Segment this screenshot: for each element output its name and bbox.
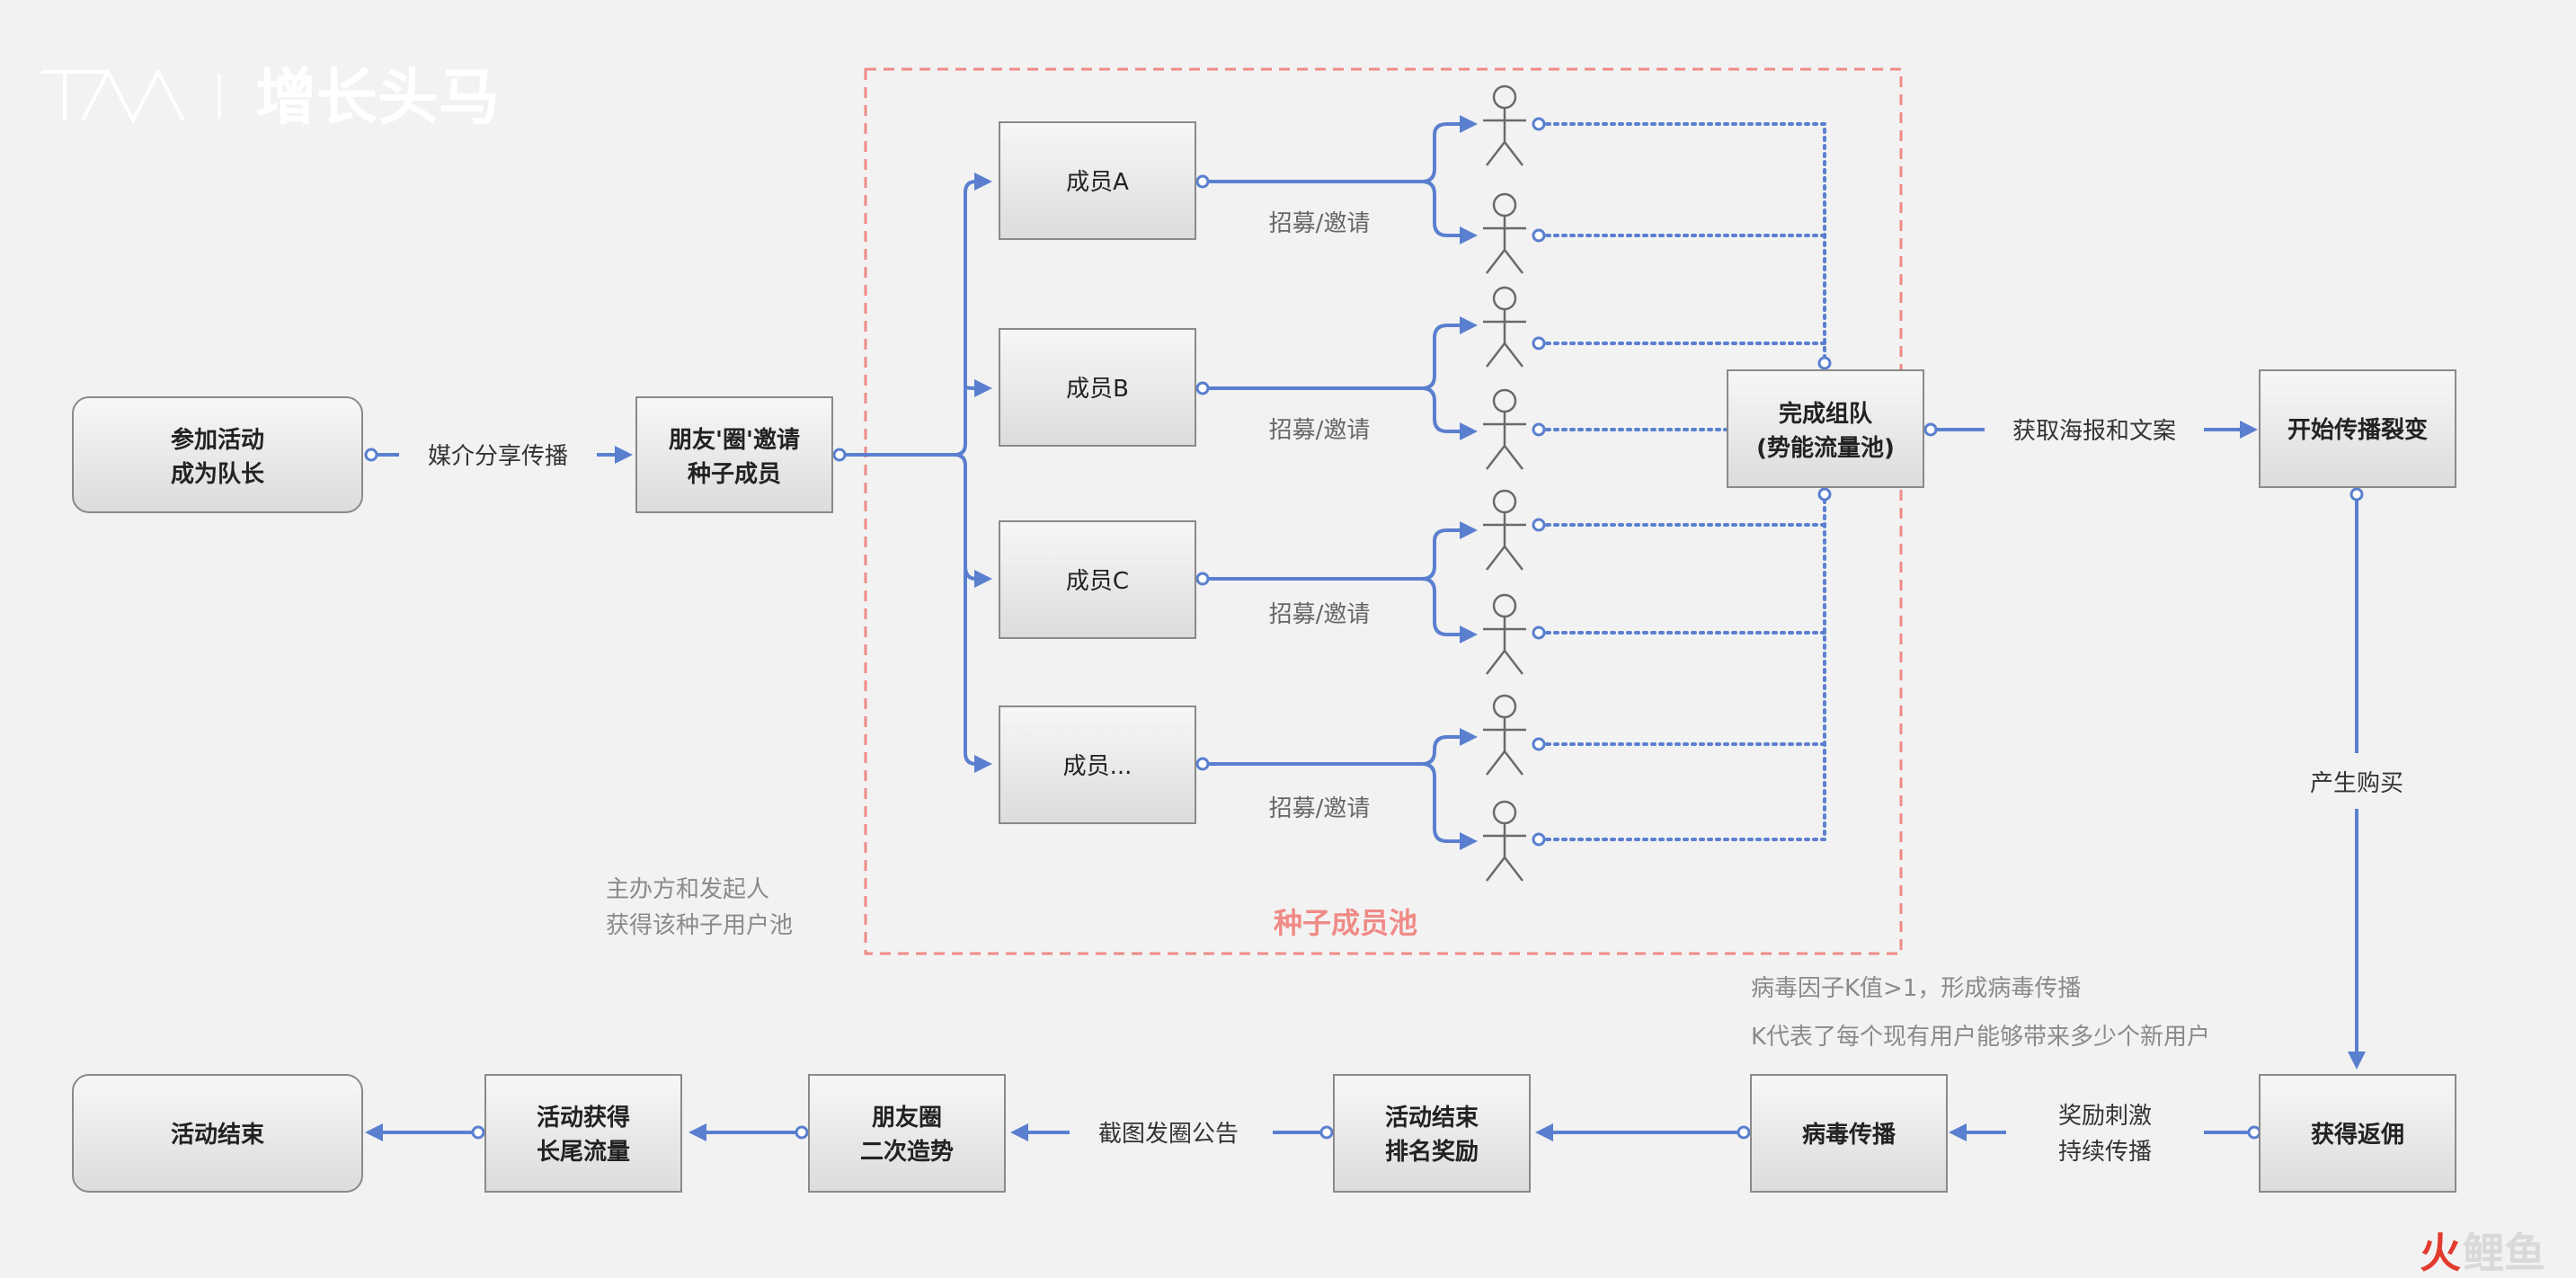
recruit-label-a: 招募/邀请 (1269, 210, 1371, 237)
node-viral-spread-label: 病毒传播 (1802, 1122, 1896, 1149)
edge-viral-to-rank (1535, 1123, 1751, 1141)
node-rank-reward-line2: 排名奖励 (1385, 1138, 1479, 1166)
recruited-people (1483, 84, 1526, 882)
node-moments-line1: 朋友圈 (872, 1105, 942, 1132)
logo-text: 增长头马 (255, 63, 500, 134)
seed-pool-label: 种子成员池 (1274, 906, 1417, 940)
tm-logo-icon (40, 67, 185, 125)
edge-incentive: 奖励刺激 持续传播 (1949, 1103, 2261, 1166)
recruit-label-c: 招募/邀请 (1269, 601, 1371, 628)
node-moments-second[interactable]: 朋友圈 二次造势 (808, 1074, 1006, 1193)
logo: 增长头马 (40, 63, 500, 134)
edge-member-more-recruit: 招募/邀请 (1195, 728, 1478, 850)
node-invite-seed-line1: 朋友'圈'邀请 (669, 427, 800, 454)
node-long-tail-line2: 长尾流量 (537, 1139, 630, 1166)
person-icon (1483, 286, 1526, 368)
node-member-more[interactable]: 成员... (999, 706, 1196, 824)
person-icon (1483, 489, 1526, 571)
node-start-spread[interactable]: 开始传播裂变 (2259, 369, 2456, 488)
node-rank-reward-line1: 活动结束 (1385, 1104, 1479, 1132)
node-member-more-label: 成员... (1063, 753, 1133, 780)
recruit-label-more: 招募/邀请 (1269, 795, 1371, 822)
edge-member-a-recruit: 招募/邀请 (1195, 115, 1478, 244)
edge-longtail-to-end (365, 1123, 485, 1141)
edge-member-c-recruit: 招募/邀请 (1195, 521, 1478, 643)
node-activity-end-label: 活动结束 (171, 1121, 265, 1149)
note-organizer: 主办方和发起人 获得该种子用户池 (606, 876, 793, 939)
node-long-tail[interactable]: 活动获得 长尾流量 (484, 1074, 682, 1193)
note-k-meaning-line: K代表了每个现有用户能够带来多少个新用户 (1751, 1024, 2210, 1051)
node-moments-line2: 二次造势 (860, 1139, 954, 1166)
person-icon (1483, 192, 1526, 274)
edge-label-incentive-1: 奖励刺激 (2058, 1103, 2152, 1130)
person-icon (1483, 388, 1526, 470)
node-start-spread-label: 开始传播裂变 (2287, 416, 2428, 444)
node-team-done-line2: (势能流量池) (1756, 434, 1895, 462)
node-rank-reward[interactable]: 活动结束 排名奖励 (1333, 1074, 1531, 1193)
edge-seed-to-members (832, 173, 992, 773)
node-member-c[interactable]: 成员C (999, 520, 1196, 639)
person-icon (1483, 800, 1526, 882)
note-organizer-line2: 获得该种子用户池 (606, 912, 793, 939)
edge-member-b-recruit: 招募/邀请 (1195, 316, 1478, 444)
node-get-commission-label: 获得返佣 (2311, 1122, 2404, 1149)
person-icon (1483, 593, 1526, 675)
edge-purchase: 产生购买 (2310, 487, 2403, 1069)
node-member-b[interactable]: 成员B (999, 328, 1196, 447)
edge-persons-to-team (1532, 117, 1832, 847)
edge-label-incentive-2: 持续传播 (2058, 1139, 2152, 1166)
note-organizer-line1: 主办方和发起人 (606, 876, 769, 903)
edge-get-poster: 获取海报和文案 (1923, 418, 2258, 445)
node-get-commission[interactable]: 获得返佣 (2259, 1074, 2456, 1193)
node-invite-seed-line2: 种子成员 (688, 461, 781, 488)
node-team-done[interactable]: 完成组队 (势能流量池) (1727, 369, 1924, 488)
person-icon (1483, 84, 1526, 166)
note-k-factor: 病毒因子K值>1，形成病毒传播 K代表了每个现有用户能够带来多少个新用户 (1751, 975, 2210, 1051)
node-invite-seed[interactable]: 朋友'圈'邀请 种子成员 (635, 396, 833, 513)
seed-pool-boundary (864, 67, 1903, 955)
edge-media-share: 媒介分享传播 (364, 443, 633, 470)
node-activity-end[interactable]: 活动结束 (72, 1074, 363, 1193)
watermark-part1: 火 (2420, 1229, 2461, 1277)
node-member-c-label: 成员C (1066, 568, 1129, 595)
node-viral-spread[interactable]: 病毒传播 (1750, 1074, 1948, 1193)
edge-screenshot: 截图发圈公告 (1010, 1121, 1334, 1148)
node-long-tail-line1: 活动获得 (537, 1105, 630, 1132)
node-join-line1: 参加活动 (171, 426, 264, 454)
node-member-b-label: 成员B (1066, 376, 1129, 403)
node-member-a-label: 成员A (1066, 169, 1129, 196)
watermark-part2: 鲤鱼 (2463, 1229, 2545, 1277)
watermark: 火 鲤鱼 (2420, 1229, 2545, 1277)
edge-moments-to-longtail (688, 1123, 809, 1141)
node-team-done-line1: 完成组队 (1779, 400, 1873, 428)
node-join-line2: 成为队长 (171, 461, 265, 488)
node-member-a[interactable]: 成员A (999, 121, 1196, 240)
recruit-label-b: 招募/邀请 (1269, 417, 1371, 444)
node-join-activity[interactable]: 参加活动 成为队长 (72, 396, 363, 513)
edge-label-screenshot: 截图发圈公告 (1098, 1121, 1239, 1148)
edge-label-purchase: 产生购买 (2310, 770, 2403, 797)
person-icon (1483, 694, 1526, 776)
edge-label-media-share: 媒介分享传播 (428, 443, 568, 470)
note-k-factor-line: 病毒因子K值>1，形成病毒传播 (1751, 975, 2081, 1002)
edge-label-get-poster: 获取海报和文案 (2012, 418, 2176, 445)
